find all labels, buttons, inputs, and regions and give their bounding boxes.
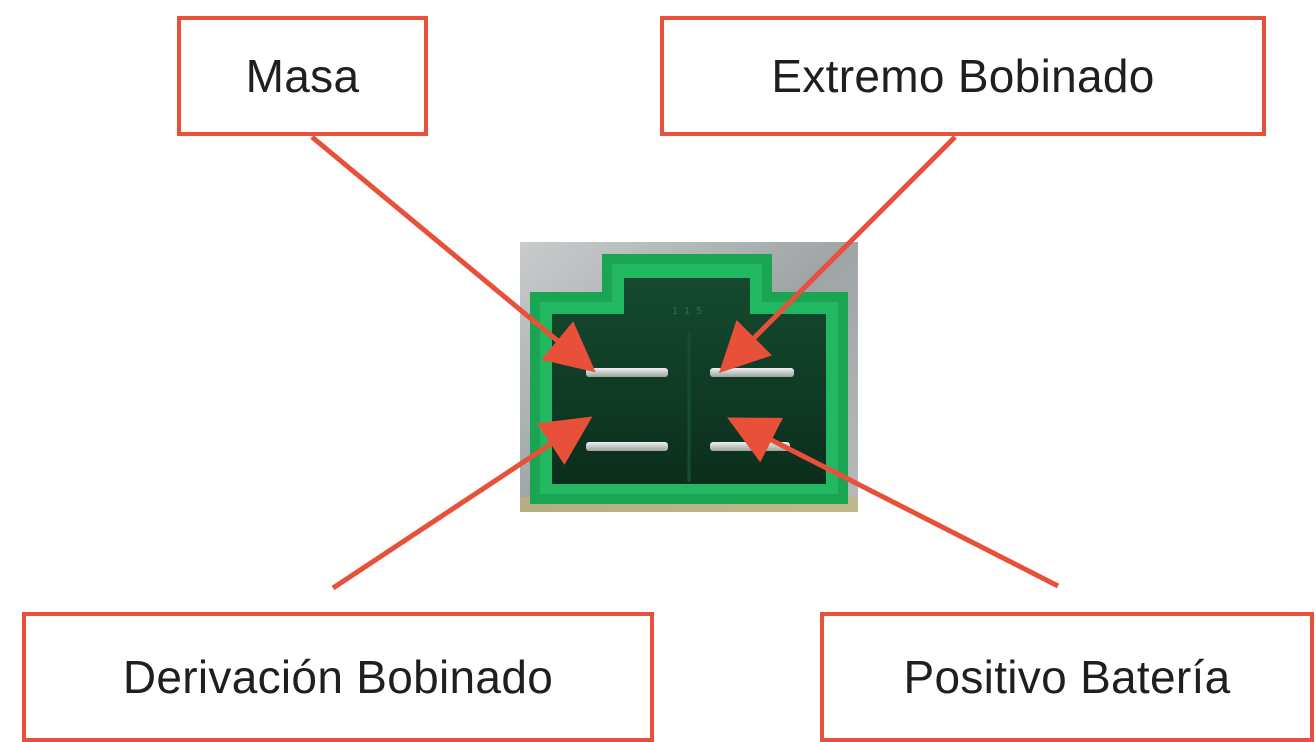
label-masa-text: Masa: [245, 50, 360, 102]
pin-top-right: [710, 368, 794, 377]
pin-bottom-right: [710, 442, 790, 451]
label-positivo-bateria-box: Positivo Batería: [820, 612, 1314, 742]
label-derivacion-bobinado-box: Derivación Bobinado: [22, 612, 654, 742]
connector-photo: 1 1 5: [520, 242, 858, 512]
label-extremo-bobinado-box: Extremo Bobinado: [660, 16, 1266, 136]
pin-top-left: [586, 368, 668, 377]
label-extremo-bobinado-text: Extremo Bobinado: [771, 50, 1155, 102]
housing-marking: 1 1 5: [672, 306, 702, 317]
label-positivo-bateria-text: Positivo Batería: [903, 651, 1231, 703]
label-masa-box: Masa: [177, 16, 428, 136]
label-derivacion-bobinado-text: Derivación Bobinado: [122, 651, 554, 703]
pin-bottom-left: [586, 442, 668, 451]
